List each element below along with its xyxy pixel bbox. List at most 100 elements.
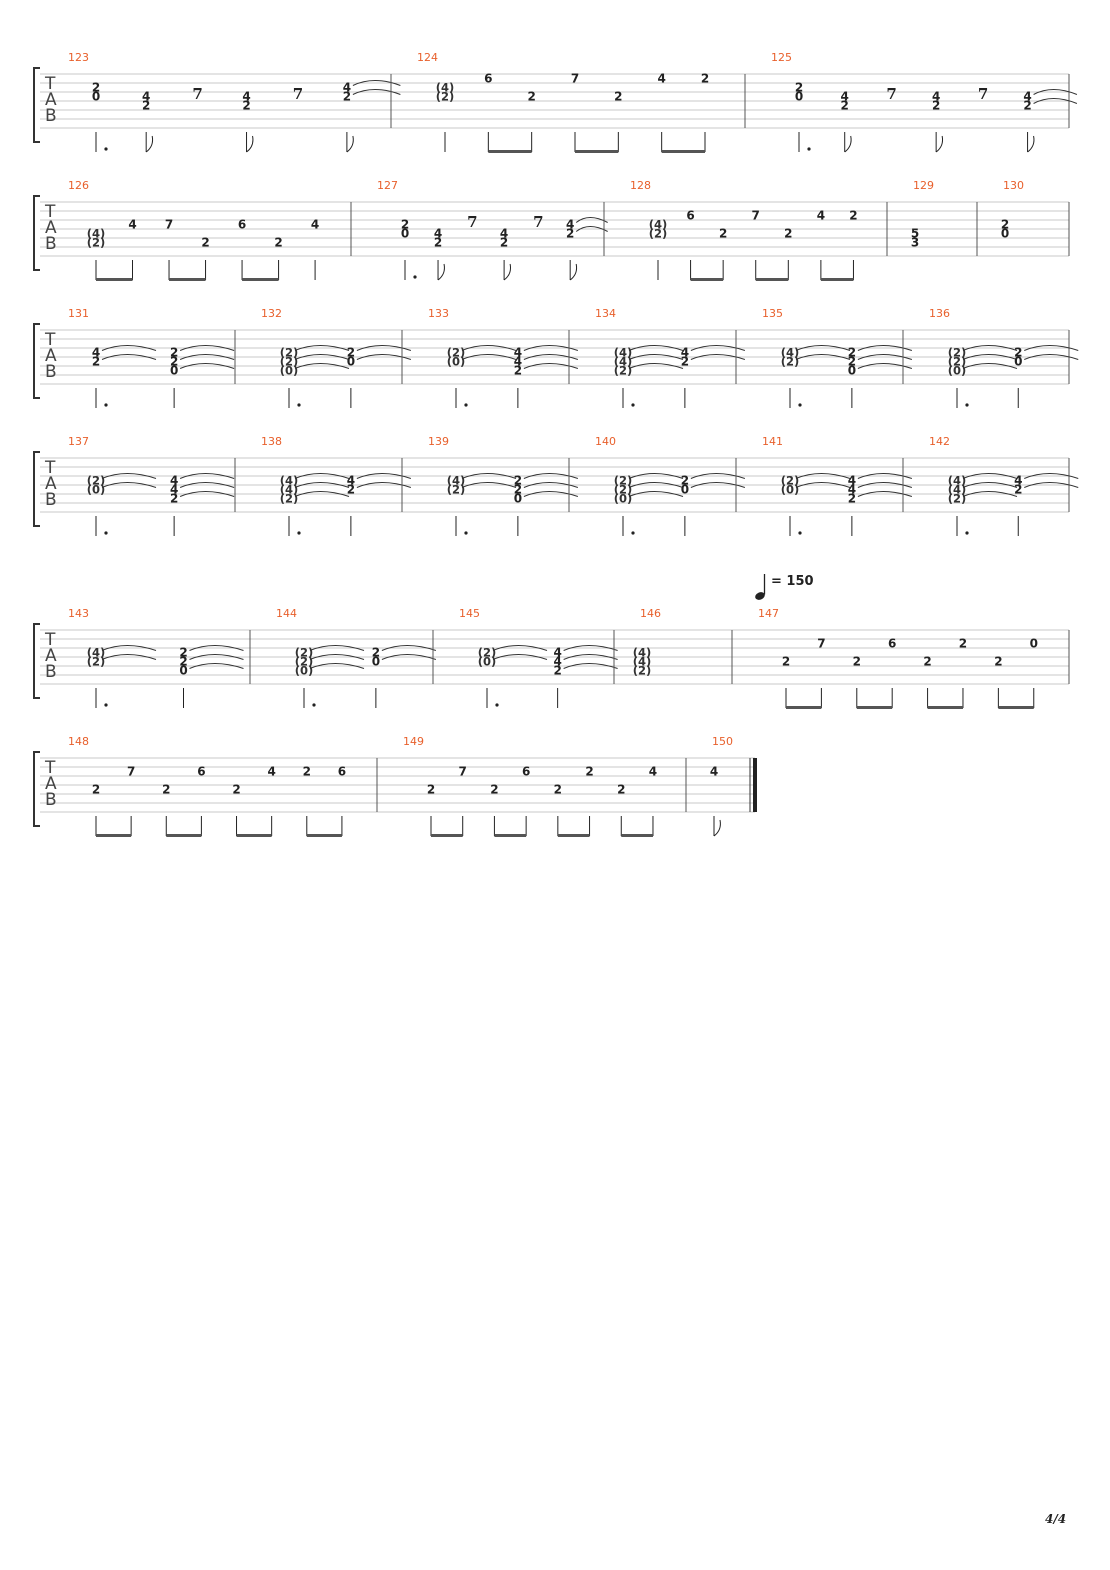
tie-arc: [1024, 473, 1079, 479]
fret-number: 4: [932, 90, 940, 104]
fret-number: 4: [1014, 474, 1022, 488]
tie-arc: [795, 482, 851, 488]
measure-number: 143: [68, 607, 89, 620]
measure-number: 138: [261, 435, 282, 448]
eighth-rest-icon: 7: [192, 85, 202, 103]
note-flag: [713, 819, 721, 837]
fret-number: 2: [170, 346, 178, 360]
fret-number: 2: [201, 236, 209, 250]
rhythm-dot: [104, 403, 108, 407]
tied-fret-number: (4): [280, 483, 299, 497]
fret-number: 4: [514, 346, 522, 360]
tie-arc: [523, 491, 579, 497]
tie-arc: [352, 80, 401, 86]
tie-arc: [179, 345, 235, 351]
fret-number: 4: [267, 765, 275, 779]
fret-number: 4: [170, 474, 178, 488]
fret-number: 2: [427, 783, 435, 797]
measure-number: 133: [428, 307, 449, 320]
tied-fret-number: (4): [633, 646, 652, 660]
note-beam: [96, 278, 133, 281]
fret-number: 0: [848, 364, 856, 378]
rhythm-dot: [104, 531, 108, 535]
fret-number: 2: [853, 655, 861, 669]
note-flag: [145, 135, 154, 153]
tie-arc: [962, 473, 1018, 479]
measure-number: 146: [640, 607, 661, 620]
fret-number: 0: [1014, 355, 1022, 369]
fret-number: 2: [1014, 483, 1022, 497]
tied-fret-number: (4): [781, 346, 800, 360]
tied-fret-number: (4): [447, 474, 466, 488]
tie-arc: [179, 354, 235, 360]
tab-clef-letter: T: [44, 630, 56, 650]
note-flag: [437, 263, 445, 281]
fret-number: 6: [522, 765, 530, 779]
measure: 142(4)(4)(2)42: [902, 435, 1079, 536]
tie-arc: [1024, 345, 1079, 351]
rhythm-dot: [798, 403, 802, 407]
tie-arc: [523, 345, 579, 351]
measure-number: 147: [758, 607, 779, 620]
measure-number: 127: [377, 179, 398, 192]
note-beam: [661, 150, 705, 153]
tie-arc: [294, 473, 350, 479]
tied-fret-number: (2): [87, 236, 106, 250]
measure-number: 145: [459, 607, 480, 620]
rhythm-dot: [297, 403, 301, 407]
tied-fret-number: (4): [436, 81, 455, 95]
tie-arc: [352, 89, 401, 95]
fret-number: 2: [701, 72, 709, 86]
fret-number: 2: [848, 346, 856, 360]
rhythm-dot: [495, 703, 499, 707]
fret-number: 0: [795, 90, 803, 104]
fret-number: 2: [347, 346, 355, 360]
fret-number: 4: [681, 346, 689, 360]
fret-number: 7: [817, 637, 825, 651]
fret-number: 2: [585, 765, 593, 779]
fret-number: 4: [841, 90, 849, 104]
tie-arc: [563, 645, 618, 651]
tie-arc: [294, 363, 350, 369]
eighth-rest-icon: 7: [978, 85, 988, 103]
measure-number: 134: [595, 307, 616, 320]
tied-fret-number: (2): [948, 355, 967, 369]
tied-fret-number: (0): [447, 355, 466, 369]
tie-arc: [309, 645, 365, 651]
measure-number: 142: [929, 435, 950, 448]
tie-arc: [690, 345, 746, 351]
tie-arc: [461, 354, 517, 360]
measure-number: 130: [1003, 179, 1024, 192]
rhythm-dot: [464, 403, 468, 407]
tab-clef-letter: A: [45, 218, 57, 238]
note-beam: [488, 150, 532, 153]
tie-arc: [857, 354, 913, 360]
measure-number: 144: [276, 607, 297, 620]
tie-arc: [294, 482, 350, 488]
measure-number: 129: [913, 179, 934, 192]
fret-number: 4: [649, 765, 657, 779]
fret-number: 2: [553, 664, 561, 678]
rhythm-dot: [104, 147, 108, 151]
tie-arc: [523, 354, 579, 360]
tie-arc: [523, 482, 579, 488]
tied-fret-number: (2): [280, 492, 299, 506]
tie-arc: [179, 491, 235, 497]
tie-arc: [356, 354, 412, 360]
fret-number: 0: [170, 364, 178, 378]
fret-number: 4: [553, 646, 561, 660]
eighth-rest-icon: 7: [533, 213, 543, 231]
tie-arc: [461, 482, 517, 488]
measure: 132(2)(2)(0)20: [234, 307, 412, 408]
eighth-rest-icon: 7: [886, 85, 896, 103]
tie-arc: [1033, 98, 1078, 104]
tie-arc: [1024, 354, 1079, 360]
